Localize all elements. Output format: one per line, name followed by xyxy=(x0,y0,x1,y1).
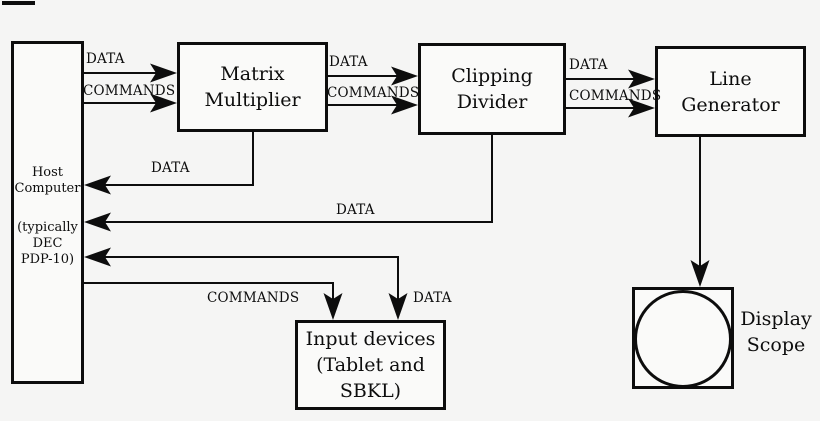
edge-label-commands: COMMANDS xyxy=(327,85,420,101)
edge-label-commands: COMMANDS xyxy=(207,290,300,306)
edge-label-commands: COMMANDS xyxy=(569,88,662,104)
node-label-line: Generator xyxy=(681,93,780,116)
arrowhead-left-icon xyxy=(84,175,111,195)
node-label-line: Display xyxy=(740,308,812,330)
node-display-scope xyxy=(632,287,734,389)
edge-label-data: DATA xyxy=(151,160,190,176)
arrowhead-down-icon xyxy=(323,293,343,320)
edge-label-data: DATA xyxy=(336,202,375,218)
arrowhead-left-icon xyxy=(84,212,111,232)
arrowhead-right-icon xyxy=(628,69,655,89)
display-scope-crt-circle xyxy=(634,290,732,388)
node-label-line: Scope xyxy=(746,334,806,356)
node-label-line: SBKL) xyxy=(339,380,402,402)
node-label-line: Multiplier xyxy=(204,89,301,111)
node-label-line: Divider xyxy=(456,91,528,113)
edge-label-data: DATA xyxy=(329,54,368,70)
node-line-generator: Line Generator xyxy=(655,46,806,137)
node-input-devices: Input devices (Tablet and SBKL) xyxy=(295,320,446,410)
connector-clipping-to-host-data xyxy=(105,135,493,223)
arrowhead-right-icon xyxy=(391,66,418,86)
host-computer-name: Host Computer xyxy=(15,165,81,197)
edge-label-data: DATA xyxy=(569,57,608,73)
arrowhead-left-icon xyxy=(84,247,111,267)
node-label-line: Computer xyxy=(14,181,81,196)
node-host-computer: Host Computer (typically DEC PDP-10) xyxy=(11,41,84,384)
node-label-line: Line xyxy=(709,67,752,90)
node-label-line: PDP-10) xyxy=(20,252,75,267)
node-matrix-multiplier: Matrix Multiplier xyxy=(177,42,328,132)
edge-label-commands: COMMANDS xyxy=(83,83,176,99)
node-label-line: Clipping xyxy=(451,65,533,87)
node-label-line: Input devices xyxy=(305,328,436,350)
node-label-line: Host xyxy=(31,165,64,180)
arrowhead-right-icon xyxy=(150,63,177,83)
connector-matrix-to-host-data xyxy=(105,132,254,186)
host-computer-subtitle: (typically DEC PDP-10) xyxy=(17,220,78,268)
display-scope-label: Display Scope xyxy=(733,306,819,358)
edge-label-data: DATA xyxy=(86,51,125,67)
edge-label-data: DATA xyxy=(413,290,452,306)
scan-artifact-bar xyxy=(2,1,35,5)
arrowhead-down-icon xyxy=(690,260,710,287)
node-label-line: (Tablet and xyxy=(316,354,425,376)
node-label-line: DEC xyxy=(32,236,63,251)
arrowhead-down-icon xyxy=(388,293,408,320)
node-label-line: Matrix xyxy=(220,63,285,85)
node-label-line: (typically xyxy=(17,220,78,235)
node-clipping-divider: Clipping Divider xyxy=(418,43,566,135)
